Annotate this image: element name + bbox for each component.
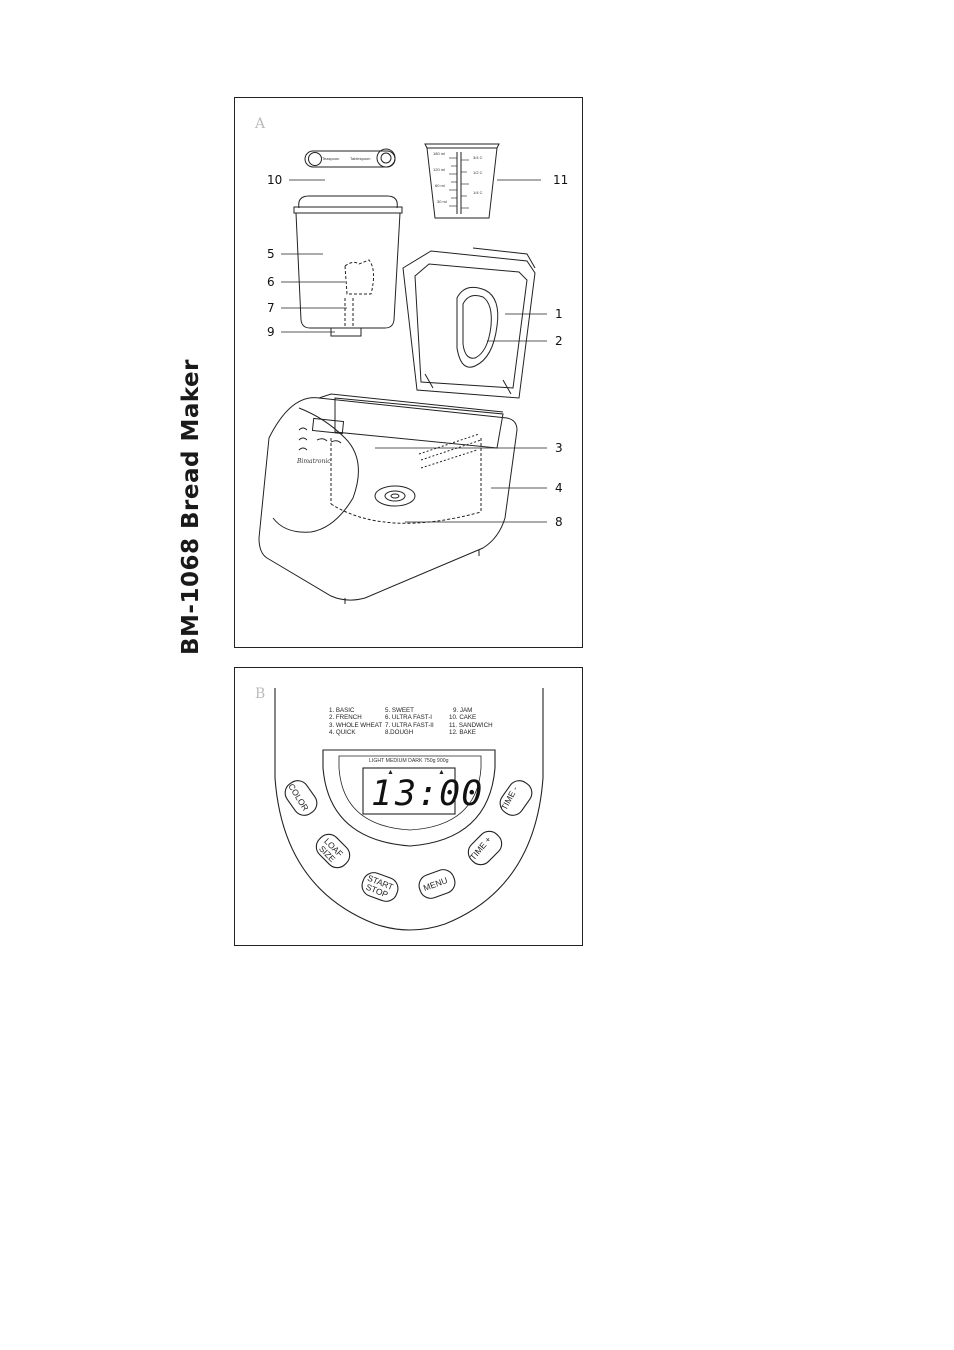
machine-body-drawing — [258, 393, 518, 604]
callout-5: 5 — [267, 247, 275, 261]
callout-11: 11 — [553, 173, 569, 187]
menu-column-1: 1. BASIC 2. FRENCH 3. WHOLE WHEAT 4. QUI… — [329, 707, 382, 737]
cup-mark-5: 1/2 C — [473, 170, 483, 175]
cup-mark-6: 1/4 C — [473, 190, 483, 195]
bread-maker-illustration — [258, 143, 547, 604]
menu-item-cake: 10. CAKE — [449, 714, 477, 722]
menu-column-2: 5. SWEET 6. ULTRA FAST-I 7. ULTRA FAST-I… — [385, 707, 434, 737]
display-bezel — [322, 749, 496, 847]
measuring-spoon-drawing — [304, 148, 396, 168]
cup-mark-1: 120 ml — [433, 167, 446, 172]
callout-8: 8 — [555, 515, 563, 529]
callout-1: 1 — [555, 307, 563, 321]
document-title: BM-1068 Bread Maker — [178, 359, 204, 655]
spoon-teaspoon-label: Teaspoon — [322, 156, 340, 161]
menu-item-sandwich: 11. SANDWICH — [449, 721, 493, 729]
menu-item-quick: 4. QUICK — [329, 729, 356, 737]
figure-a-panel: A — [234, 97, 583, 648]
callout-9: 9 — [267, 325, 275, 339]
cup-mark-2: 60 ml — [435, 183, 445, 188]
callout-leaders — [281, 179, 547, 523]
baking-pan-drawing — [293, 195, 403, 337]
panel-outline — [274, 688, 544, 931]
callout-3: 3 — [555, 441, 563, 455]
control-panel-illustration — [274, 688, 544, 931]
lcd-arrow-color: ▲ — [387, 769, 394, 776]
menu-item-sweet: 5. SWEET — [385, 707, 414, 714]
lcd-screen — [362, 767, 456, 815]
lcd-time-readout: 3:00 — [395, 774, 484, 814]
menu-item-bake: 12. BAKE — [449, 729, 476, 737]
callout-4: 4 — [555, 481, 563, 495]
cup-mark-0: 180 ml — [433, 151, 446, 156]
figure-a-letter: A — [255, 116, 266, 132]
cup-mark-3: 30 ml — [437, 199, 447, 204]
lcd-arrow-size: ▲ — [438, 769, 445, 776]
menu-column-3: 9. JAM 10. CAKE 11. SANDWICH 12. BAKE — [449, 707, 493, 737]
callout-7: 7 — [267, 301, 275, 315]
button-shapes — [284, 780, 533, 902]
lcd-setting-labels: LIGHT MEDIUM DARK 750g 900g — [369, 758, 449, 764]
lid-drawing — [402, 247, 536, 399]
cup-mark-4: 3/4 C — [473, 155, 483, 160]
menu-item-ultra-fast-1: 6. ULTRA FAST-I — [385, 714, 432, 722]
figure-b-panel: B 1. BASIC 2. FRENCH 3. WHOLE WHEAT 4. Q… — [234, 667, 583, 946]
callout-2: 2 — [555, 334, 563, 348]
lcd-program-number: 1 — [371, 774, 394, 814]
menu-item-basic: 1. BASIC — [329, 707, 355, 714]
menu-item-whole-wheat: 3. WHOLE WHEAT — [329, 721, 383, 729]
callout-6: 6 — [267, 275, 275, 289]
measuring-cup-drawing — [424, 143, 500, 219]
brand-logo: Bimatronic — [297, 458, 331, 465]
spoon-tablespoon-label: Tablespoon — [350, 156, 371, 161]
figure-b-letter: B — [255, 686, 266, 702]
menu-item-dough: 8.DOUGH — [385, 729, 414, 737]
menu-item-french: 2. FRENCH — [329, 714, 362, 722]
menu-item-jam: 9. JAM — [453, 707, 473, 714]
callout-10: 10 — [267, 173, 283, 187]
menu-item-ultra-fast-2: 7. ULTRA FAST-II — [385, 721, 434, 729]
